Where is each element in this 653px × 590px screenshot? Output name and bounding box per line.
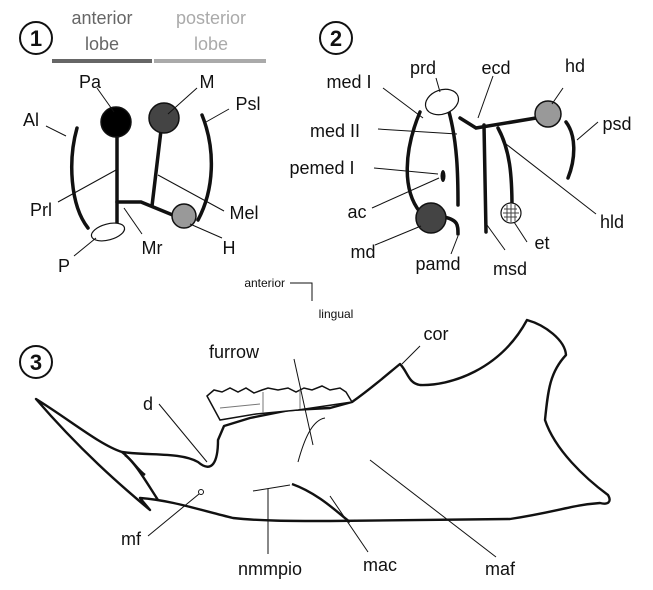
metaconid-cusp: [416, 203, 446, 233]
maf-leader: [370, 460, 496, 557]
mental-foramen: [199, 490, 204, 495]
label-furrow: furrow: [209, 342, 260, 362]
Al-leader: [46, 126, 66, 136]
label-Al: Al: [23, 110, 39, 130]
protoconid-cusp: [101, 107, 131, 137]
psd-leader: [577, 122, 598, 140]
label-mac: mac: [363, 555, 397, 575]
M-leader: [168, 88, 197, 114]
metaconid-cusp: [149, 103, 179, 133]
md-leader: [375, 226, 421, 245]
panel-1: 1 anterior lobe posterior lobe Pa M Al P…: [20, 8, 266, 276]
label-cor: cor: [423, 324, 448, 344]
posterior-lobe-label-line1: posterior: [176, 8, 246, 28]
hypolophulid-line: [498, 128, 512, 208]
mandible-outline: [36, 320, 610, 521]
posterolophid-arc: [198, 115, 211, 220]
et-leader: [514, 222, 527, 242]
label-ac: ac: [347, 202, 366, 222]
panel-1-number: 1: [30, 26, 42, 51]
label-H: H: [223, 238, 236, 258]
label-P: P: [58, 256, 70, 276]
msd-leader: [487, 225, 505, 250]
pamd-leader: [451, 236, 458, 254]
label-psd: psd: [602, 114, 631, 134]
prd-leader: [436, 78, 440, 92]
orientation-key: anterior lingual: [244, 276, 353, 321]
med2-leader: [378, 129, 457, 134]
anterior-lobe-label-line1: anterior: [71, 8, 132, 28]
incisor-inner: [125, 455, 145, 475]
label-M: M: [200, 72, 215, 92]
mesolophid-II-line: [447, 105, 458, 205]
mure-line: [117, 202, 180, 218]
H-leader: [190, 224, 222, 238]
protostylid-cusp: [90, 220, 127, 244]
panel-2-number: 2: [330, 26, 342, 51]
label-ecd: ecd: [481, 58, 510, 78]
label-et: et: [534, 233, 549, 253]
accessory-cusp: [441, 170, 446, 182]
cor-leader: [402, 346, 420, 364]
label-nmmpio: nmmpio: [238, 559, 302, 579]
label-maf: maf: [485, 559, 516, 579]
orientation-anterior: anterior: [244, 276, 285, 290]
P-leader: [74, 238, 96, 256]
protoconid-cusp: [422, 85, 462, 119]
anterolophid-arc: [72, 128, 88, 228]
panel-2: 2 prd ecd hd: [289, 22, 631, 279]
label-Pa: Pa: [79, 72, 102, 92]
mac-line: [292, 484, 350, 522]
label-Mel: Mel: [229, 203, 258, 223]
ecd-leader: [478, 76, 493, 118]
label-mf: mf: [121, 529, 142, 549]
hld-leader: [506, 144, 596, 214]
label-md: md: [350, 242, 375, 262]
label-msd: msd: [493, 259, 527, 279]
d-leader: [159, 404, 207, 462]
orientation-lingual: lingual: [319, 307, 354, 321]
label-Prl: Prl: [30, 200, 52, 220]
label-hd: hd: [565, 56, 585, 76]
panel-3-number: 3: [30, 350, 42, 375]
orientation-axes: [290, 283, 312, 301]
hd-leader: [552, 88, 563, 104]
label-hld: hld: [600, 212, 624, 232]
mesostylid-line: [484, 125, 486, 232]
label-d: d: [143, 394, 153, 414]
label-prd: prd: [410, 58, 436, 78]
label-med1: med I: [326, 72, 371, 92]
med1-leader: [383, 88, 423, 118]
label-Mr: Mr: [142, 238, 163, 258]
posterior-lobe-label-line2: lobe: [194, 34, 228, 54]
label-Psl: Psl: [235, 94, 260, 114]
incisor-line: [122, 452, 158, 500]
anterior-lobe-label-line2: lobe: [85, 34, 119, 54]
posterolophid-arc: [566, 122, 574, 178]
metalophid-line: [152, 122, 162, 206]
hypoconid-cusp: [535, 101, 561, 127]
label-pamd: pamd: [415, 254, 460, 274]
panel-3: 3 furrow cor d mf nmmpio mac maf: [20, 320, 610, 579]
masseteric-crest-line: [253, 485, 290, 491]
mesolophid-I-arc: [407, 112, 420, 212]
hypoconid-cusp: [172, 204, 196, 228]
Psl-leader: [206, 109, 229, 122]
Mr-leader: [124, 208, 142, 234]
label-med2: med II: [310, 121, 360, 141]
label-pemed1: pemed I: [289, 158, 354, 178]
molar-row: [207, 386, 352, 420]
mac-leader: [330, 496, 368, 552]
Prl-leader: [58, 170, 116, 202]
